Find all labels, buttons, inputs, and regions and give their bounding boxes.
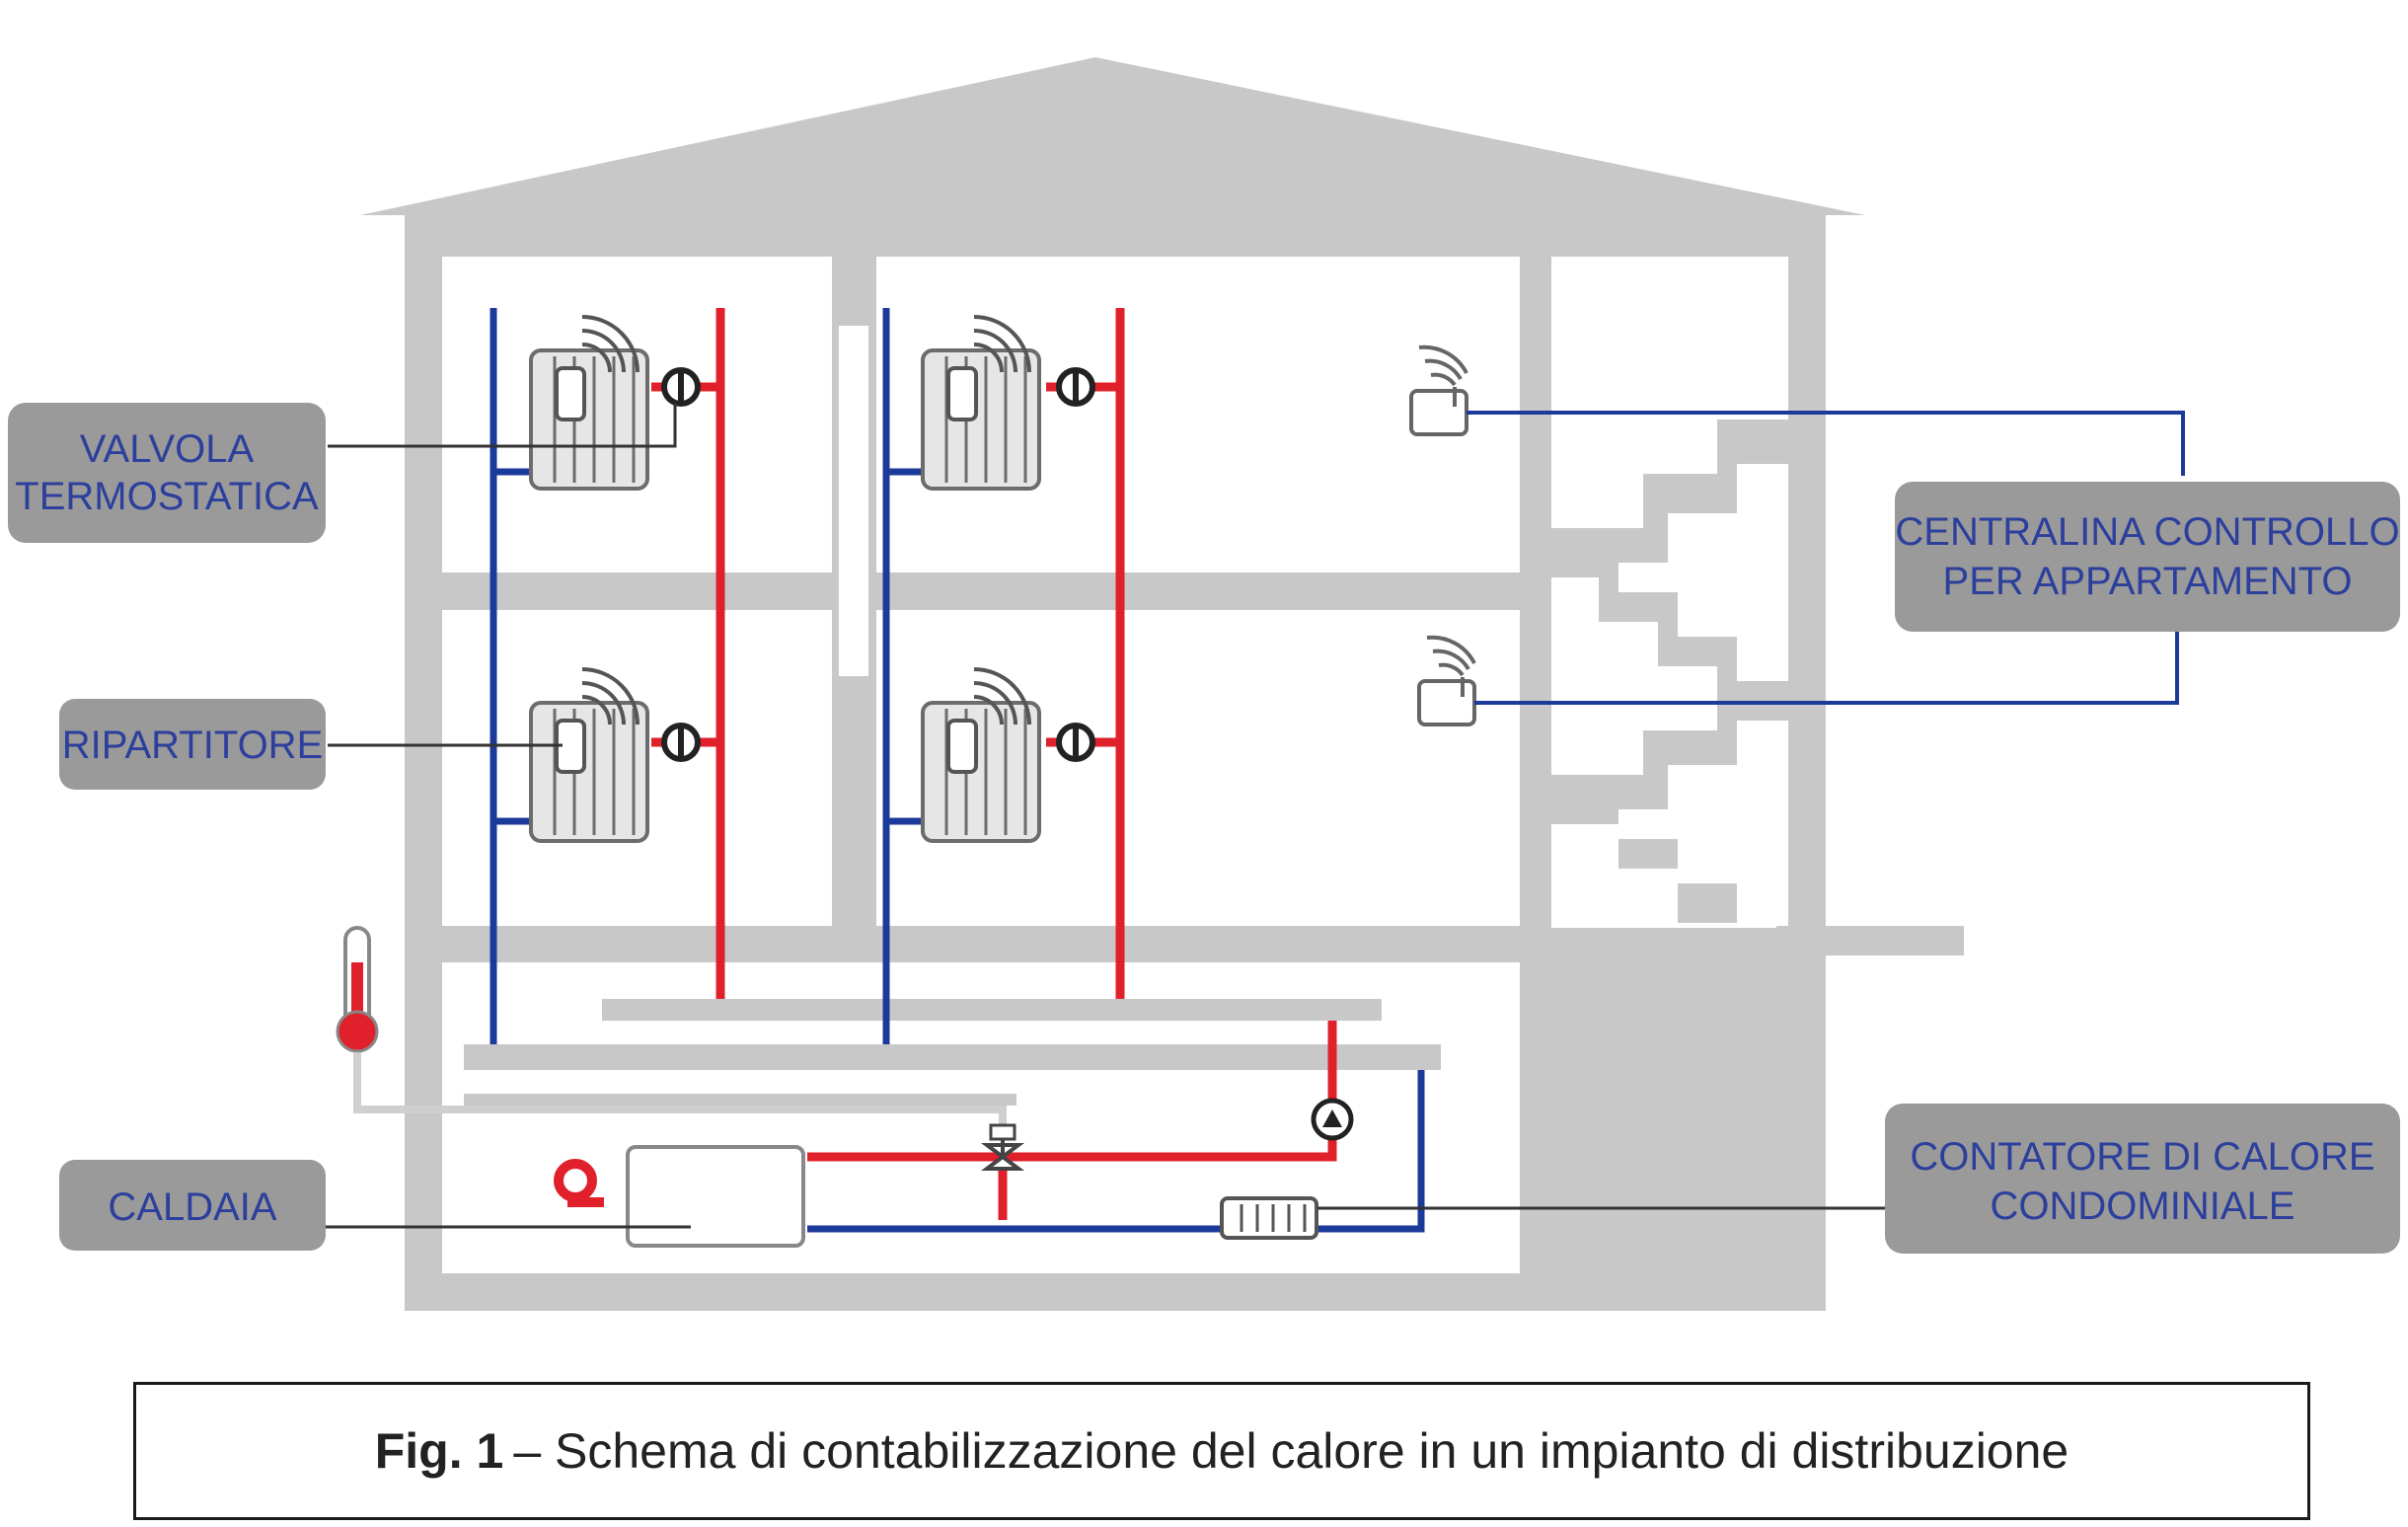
label-contatore-calore: CONTATORE DI CALORE CONDOMINIALE	[1885, 1104, 2400, 1254]
label-centralina-line1: CENTRALINA CONTROLLO	[1895, 510, 2399, 554]
control-wires	[1467, 411, 2185, 705]
label-caldaia: CALDAIA	[59, 1160, 326, 1251]
thermostatic-valve-icon	[664, 370, 698, 404]
label-caldaia-text: CALDAIA	[108, 1185, 276, 1229]
figure-number: Fig. 1	[374, 1423, 504, 1479]
thermostatic-valve-icon	[664, 725, 698, 759]
label-valvola-line1: VALVOLA	[80, 427, 255, 471]
label-valvola-termostatica: VALVOLA TERMOSTATICA	[8, 403, 326, 543]
supply-pipes	[651, 308, 1337, 1220]
leader-lines	[326, 403, 1885, 1229]
three-way-valve-icon	[981, 1123, 1024, 1171]
building-silhouette	[360, 57, 1964, 1311]
boiler-icon	[626, 1145, 805, 1248]
label-contatore-line1: CONTATORE DI CALORE	[1910, 1135, 2374, 1179]
label-centralina-controllo: CENTRALINA CONTROLLO PER APPARTAMENTO	[1895, 482, 2400, 632]
label-centralina-line2: PER APPARTAMENTO	[1943, 560, 2353, 603]
label-contatore-line2: CONDOMINIALE	[1991, 1184, 2295, 1228]
figure-caption: Fig. 1 – Schema di contabilizzazione del…	[133, 1382, 2310, 1520]
label-ripartitore-text: RIPARTITORE	[62, 724, 324, 767]
thermostatic-valve-icon	[1059, 725, 1092, 759]
thermostatic-valve-icon	[1059, 370, 1092, 404]
thermometer-icon	[336, 926, 379, 1053]
label-ripartitore: RIPARTITORE	[59, 699, 326, 790]
pump-icon	[1311, 1098, 1354, 1141]
figure-caption-text: – Schema di contabilizzazione del calore…	[513, 1423, 2069, 1479]
sensor-cable	[353, 1052, 1007, 1125]
return-pipes	[489, 308, 1425, 1233]
flame-icon	[554, 1159, 604, 1207]
heat-meter-icon	[1220, 1196, 1318, 1240]
label-valvola-line2: TERMOSTATICA	[15, 475, 319, 518]
